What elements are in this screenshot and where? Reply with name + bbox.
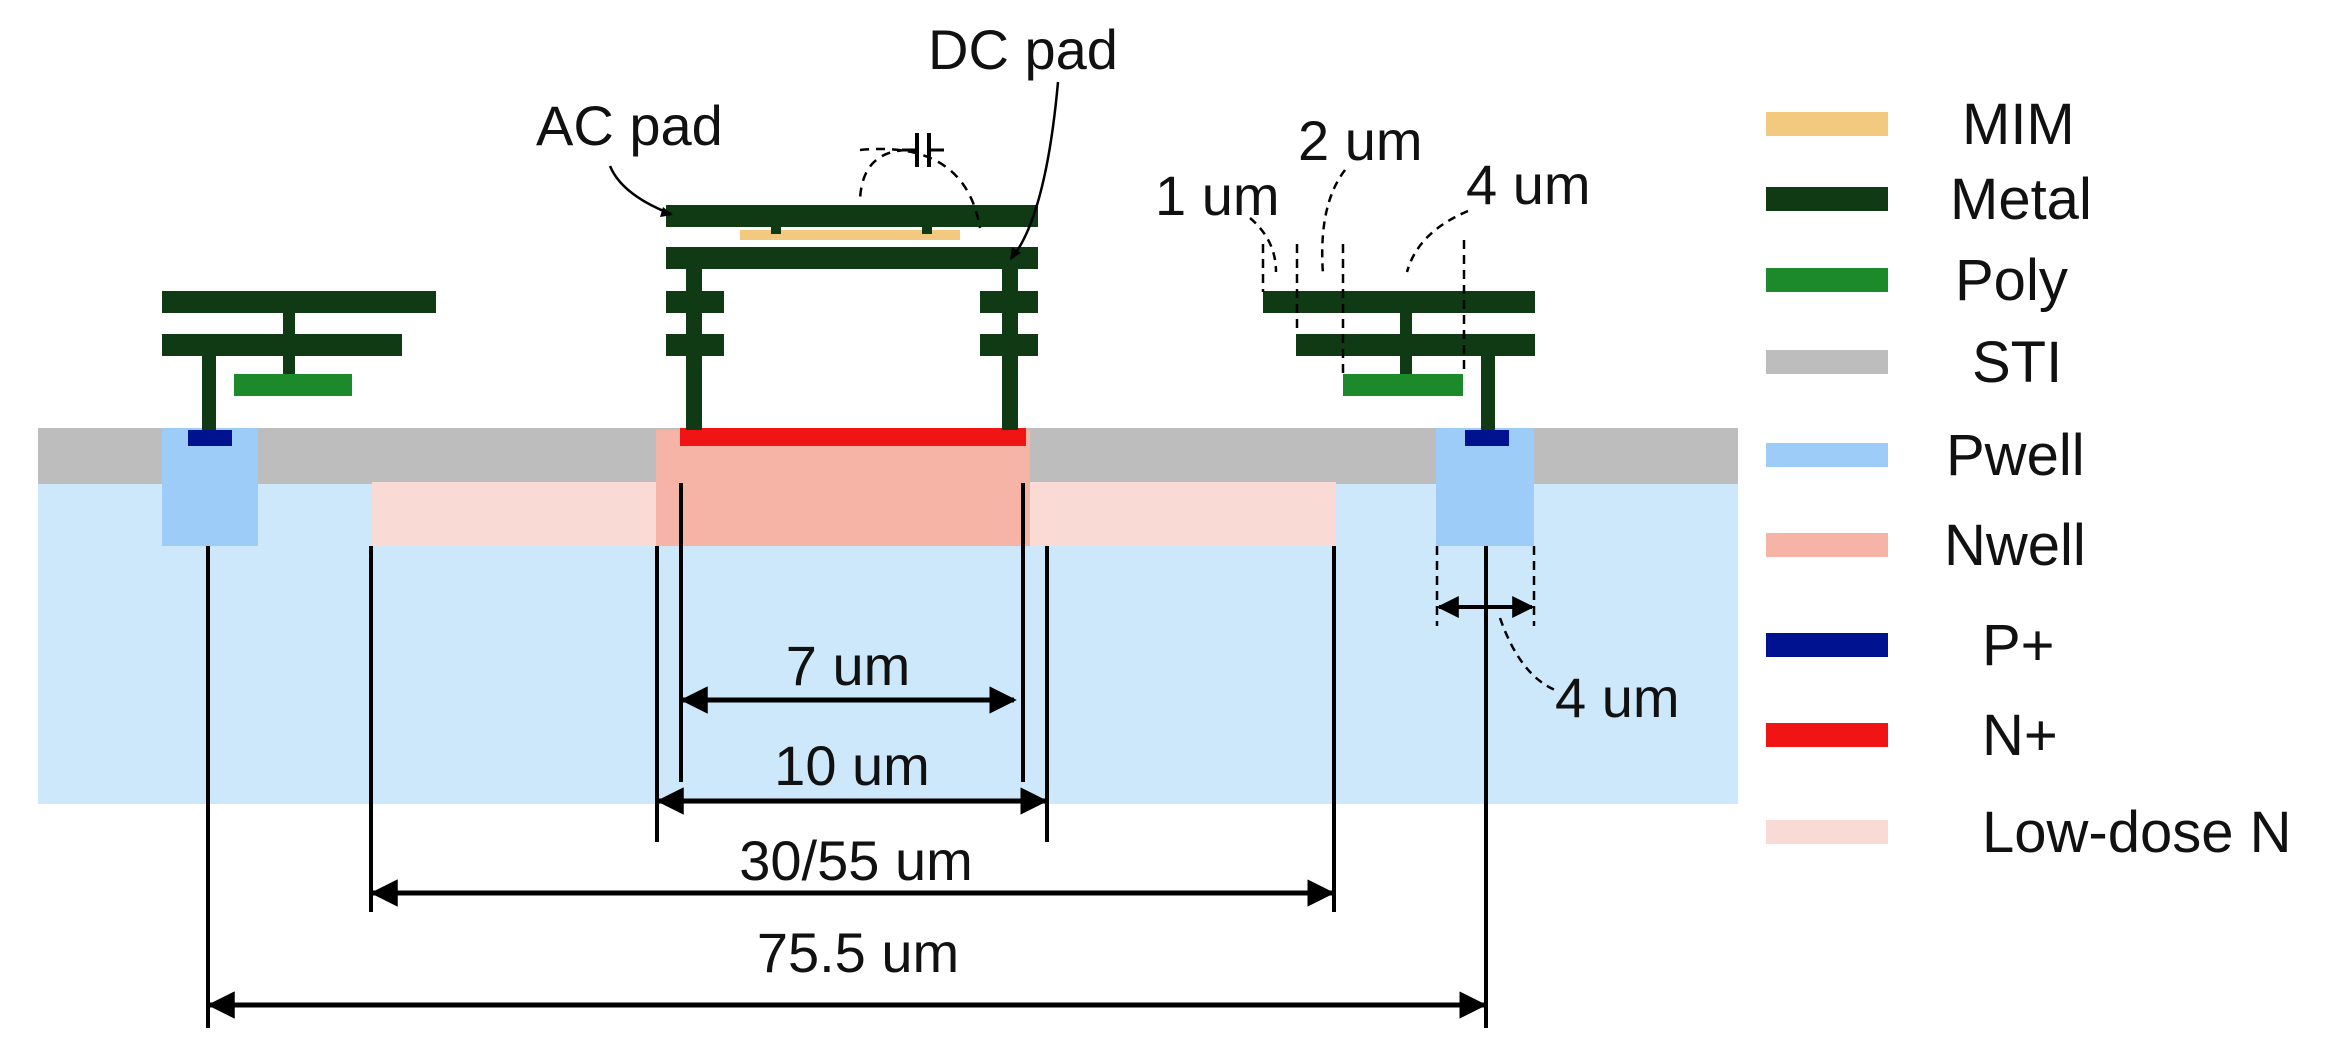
legend-swatch-p- <box>1766 633 1888 657</box>
legend-swatch-n- <box>1766 723 1888 747</box>
legend-label-pwell: Pwell <box>1946 423 2085 488</box>
poly-gate-left <box>234 374 352 396</box>
p-plus-implant-right <box>1465 430 1509 446</box>
legend-label-poly: Poly <box>1955 248 2068 313</box>
poly-gate-right <box>1343 374 1463 396</box>
dim-4um-top-leader <box>1405 209 1469 273</box>
legend-label-sti: STI <box>1972 330 2062 395</box>
contact-left <box>202 354 216 430</box>
ac-pad-metal <box>666 205 1038 227</box>
dim-2um-leader <box>1320 169 1346 275</box>
dc-pad-leader-arrow <box>1010 247 1021 260</box>
dc-pad-leader <box>1011 81 1060 259</box>
legend-swatch-sti <box>1766 350 1888 374</box>
via-right-lower <box>1400 354 1412 374</box>
mim-via-right <box>922 226 932 234</box>
legend-label-mim: MIM <box>1962 92 2075 157</box>
mim-via-left <box>771 226 781 234</box>
n-plus-implant <box>680 428 1026 446</box>
dim-10um-label: 10 um <box>774 734 930 797</box>
mim-layer <box>740 230 960 240</box>
nwell-region <box>656 430 1030 546</box>
pwell-left <box>162 428 258 546</box>
dim-1um-leader <box>1249 217 1278 273</box>
via-left-lower <box>283 354 295 374</box>
metal-bar-right-top <box>1263 291 1535 313</box>
metal-bar-left-top <box>162 291 436 313</box>
legend-swatch-nwell <box>1766 533 1888 557</box>
ac-pad-label: AC pad <box>536 94 723 157</box>
legend-swatch-poly <box>1766 268 1888 292</box>
legend-label-low-dose-n: Low-dose N <box>1982 800 2291 865</box>
metal-column-right <box>1002 266 1018 430</box>
dim-75-5um-label: 75.5 um <box>757 921 959 984</box>
metal-column-left <box>686 266 702 430</box>
legend-swatch-pwell <box>1766 443 1888 467</box>
dim-2um-label: 2 um <box>1298 109 1423 172</box>
pwell-right <box>1436 428 1534 546</box>
dim-1um-label: 1 um <box>1155 164 1280 227</box>
dim-7um-label: 7 um <box>786 634 911 697</box>
legend-swatch-low-dose-n <box>1766 820 1888 844</box>
capacitor-link-dashed <box>859 147 982 229</box>
metal-bar-left-bottom <box>162 334 402 356</box>
legend-label-n-: N+ <box>1982 703 2058 768</box>
contact-right <box>1481 354 1495 430</box>
dim-30-55um-label: 30/55 um <box>739 829 973 892</box>
pwell-dim-leader <box>1498 617 1556 692</box>
p-plus-implant-left <box>188 430 232 446</box>
via-left-upper <box>283 312 295 336</box>
legend-label-nwell: Nwell <box>1944 513 2086 578</box>
via-right-upper <box>1400 312 1412 336</box>
dc-pad-label: DC pad <box>928 18 1118 81</box>
legend-swatch-metal <box>1766 187 1888 211</box>
legend-label-metal: Metal <box>1950 167 2092 232</box>
metal-bar-right-bottom <box>1296 334 1535 356</box>
dim-4um-pwell-label: 4 um <box>1555 666 1680 729</box>
legend-swatch-mim <box>1766 112 1888 136</box>
capacitor-link-dashed-left <box>858 148 907 201</box>
legend-label-p-: P+ <box>1982 613 2055 678</box>
dim-4um-top-label: 4 um <box>1466 153 1591 216</box>
ac-pad-leader <box>608 165 672 216</box>
low-dose-n-region-right <box>1030 482 1336 546</box>
dc-pad-metal <box>666 247 1038 269</box>
ac-pad-leader-arrow <box>660 207 673 217</box>
low-dose-n-region-left <box>372 482 658 546</box>
